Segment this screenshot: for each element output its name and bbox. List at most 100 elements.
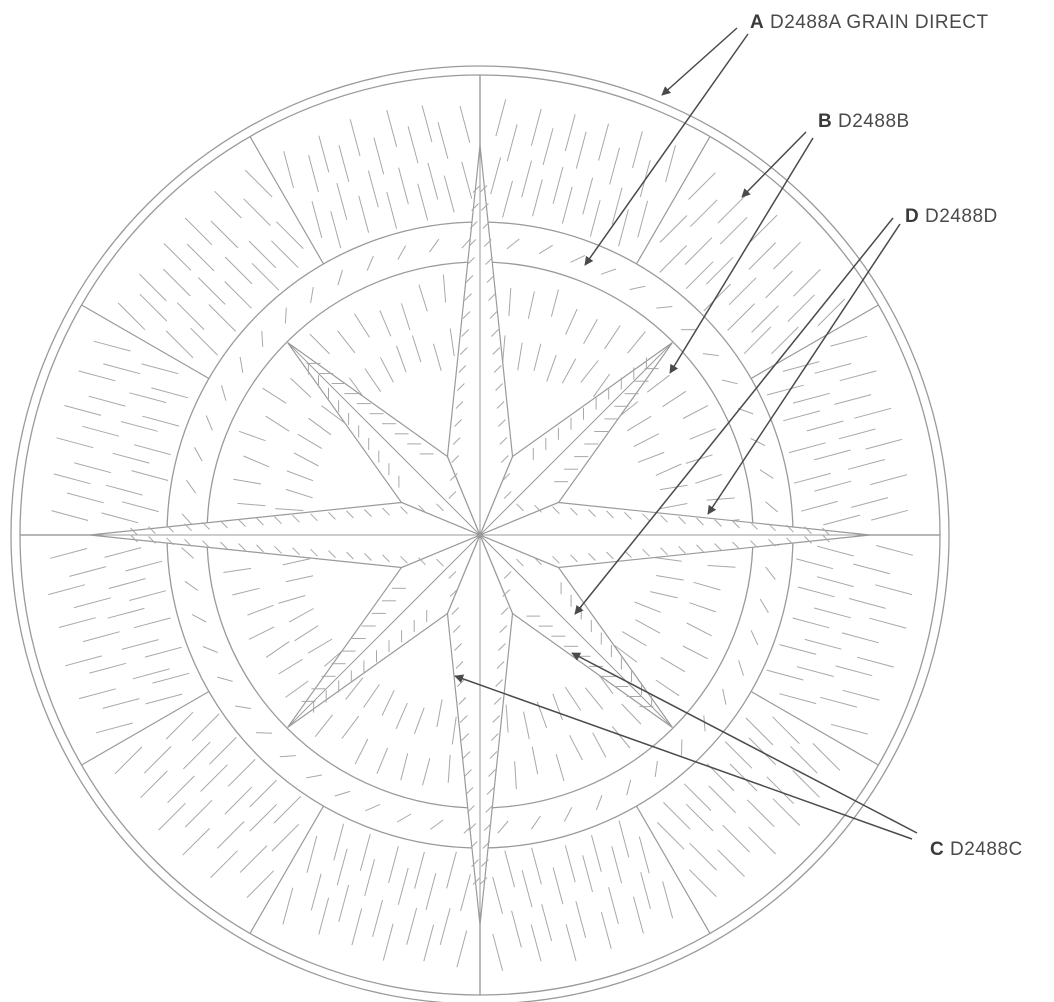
outer-grain-mark	[112, 452, 150, 464]
inner-grain-mark	[364, 368, 382, 392]
outer-grain-mark	[492, 876, 503, 914]
major-point-grain-mark	[220, 541, 228, 550]
inner-grain-mark	[262, 387, 287, 404]
arrow-a-2	[584, 33, 749, 266]
outer-grain-mark	[611, 187, 623, 225]
label-b: B D2488B	[818, 111, 910, 132]
inner-grain-mark	[627, 331, 646, 354]
outer-grain-mark	[611, 846, 623, 884]
outer-grain-mark	[82, 631, 120, 643]
band-grain-mark	[703, 715, 706, 732]
outer-grain-mark	[806, 420, 844, 432]
inner-grain-mark	[354, 313, 370, 338]
outer-grain-mark	[869, 617, 907, 629]
major-point-grain-mark	[328, 512, 336, 520]
major-point-grain-mark	[418, 557, 426, 566]
outer-grain-mark	[129, 590, 167, 601]
outer-grain-mark	[728, 277, 757, 306]
outer-grain-mark	[190, 327, 218, 356]
band-grain-mark	[184, 580, 199, 591]
outer-grain-mark	[251, 262, 280, 291]
band-grain-mark	[279, 755, 296, 758]
major-point-grain-mark	[238, 543, 246, 551]
inner-grain-mark	[447, 754, 451, 783]
outer-grain-mark	[565, 924, 577, 962]
inner-grain-mark	[248, 626, 275, 640]
band-grain-mark	[750, 630, 759, 646]
inner-grain-mark	[706, 497, 735, 501]
outer-grain-mark	[800, 500, 838, 512]
outer-grain-mark	[779, 644, 817, 655]
outer-grain-mark	[575, 901, 587, 939]
outer-grain-mark	[56, 437, 94, 449]
outer-grain-mark	[121, 639, 159, 650]
inner-grain-mark	[285, 680, 309, 698]
outer-grain-mark	[310, 873, 322, 911]
major-point-grain-mark	[220, 520, 228, 529]
outer-grain-mark	[598, 123, 609, 161]
major-point-grain-mark	[472, 185, 481, 193]
major-point-grain-mark	[184, 538, 192, 547]
outer-grain-mark	[688, 172, 716, 200]
outer-grain-mark	[367, 170, 379, 208]
outer-grain-mark	[117, 302, 146, 331]
inner-grain-mark	[238, 430, 266, 442]
outer-grain-mark	[425, 873, 437, 911]
outer-grain-mark	[662, 881, 674, 919]
outer-grain-mark	[530, 108, 542, 146]
major-point-grain-mark	[400, 555, 408, 564]
outer-grain-mark	[306, 835, 318, 873]
minor-point-center-line	[287, 342, 481, 536]
outer-grain-mark	[495, 99, 507, 137]
outer-grain-mark	[765, 270, 793, 299]
major-point-grain-mark	[256, 517, 264, 526]
major-point-grain-mark	[202, 540, 210, 549]
major-point-grain-mark	[448, 571, 457, 579]
band-grain-mark	[255, 732, 273, 734]
band-grain-mark	[334, 790, 351, 797]
outer-grain-mark	[684, 237, 713, 265]
inner-grain-mark	[297, 433, 323, 450]
band-grain-mark	[337, 269, 343, 286]
inner-grain-mark	[583, 319, 598, 344]
outer-grain-mark	[506, 124, 518, 162]
major-point-grain-mark	[462, 311, 471, 319]
major-point-grain-mark	[482, 221, 491, 229]
band-grain-mark	[570, 254, 586, 263]
major-point-grain-mark	[488, 769, 496, 777]
major-point-grain-mark	[466, 257, 475, 265]
inner-grain-mark	[413, 707, 425, 735]
minor-star-points	[287, 342, 673, 728]
band-grain-mark	[737, 407, 754, 415]
major-point-grain-mark	[493, 365, 502, 373]
major-point-grain-mark	[503, 491, 512, 499]
band-grain-mark	[759, 469, 774, 479]
band-grain-mark	[397, 245, 407, 260]
outer-grain-mark	[838, 428, 876, 440]
major-point-grain-mark	[624, 512, 632, 520]
outer-grain-mark	[248, 240, 277, 269]
outer-grain-mark	[271, 823, 300, 852]
inner-grain-mark	[505, 704, 509, 733]
major-point-grain-mark	[678, 545, 686, 554]
label-b-code: D2488B	[838, 111, 910, 132]
outer-grain-mark	[663, 802, 691, 830]
major-point-grain-mark	[364, 553, 372, 561]
band-grain-mark	[365, 803, 381, 812]
outer-grain-mark	[600, 911, 612, 949]
major-point-grain-mark	[489, 311, 498, 319]
outer-grain-mark	[632, 131, 643, 169]
inner-grain-mark	[682, 645, 709, 660]
major-point-grain-mark	[346, 510, 354, 519]
inner-grain-mark	[621, 703, 642, 725]
inner-grain-mark	[626, 415, 652, 432]
major-point-grain-mark	[804, 536, 812, 544]
inner-grain-mark	[290, 377, 312, 398]
outer-grain-mark	[766, 384, 804, 396]
inner-grain-mark	[695, 474, 722, 484]
outer-grain-mark	[461, 161, 473, 199]
outer-grain-mark	[823, 514, 861, 526]
major-point-grain-mark	[274, 516, 282, 525]
band-grain-mark	[765, 566, 776, 580]
major-point-grain-mark	[449, 473, 458, 481]
